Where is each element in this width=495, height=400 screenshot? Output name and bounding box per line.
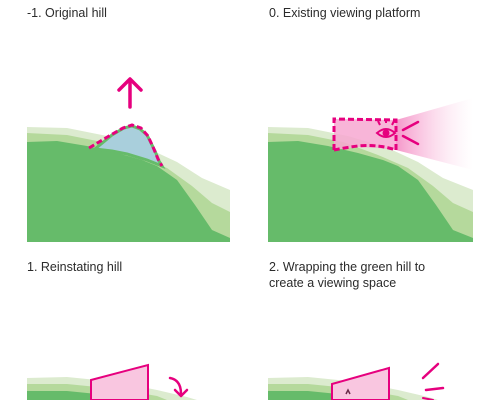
diagram-original-hill <box>27 77 230 242</box>
step-caption-existing-platform: 0. Existing viewing platform <box>269 6 421 20</box>
viewing-platform-volume <box>334 119 396 150</box>
step-caption-original-hill: -1. Original hill <box>27 6 107 20</box>
step-caption-wrapping-hill: 2. Wrapping the green hill to create a v… <box>269 259 425 291</box>
viewing-platform-outline <box>332 117 398 153</box>
step-caption-wrapping-hill-line1: 2. Wrapping the green hill to <box>269 260 426 274</box>
viewing-space-volume <box>331 366 390 400</box>
sightline-icon <box>421 362 445 392</box>
new-hill-volume <box>90 363 149 400</box>
diagram-existing-platform <box>268 98 473 242</box>
eye-icon <box>375 119 397 138</box>
curved-arrow-head <box>173 388 189 398</box>
curved-arrow-icon <box>168 376 183 396</box>
hill-main <box>268 141 473 242</box>
up-arrow-icon <box>117 77 143 109</box>
original-hill-outline <box>88 123 164 167</box>
viewing-beam <box>396 98 473 170</box>
diagram-reinstating-hill <box>27 363 197 400</box>
diagram-wrapping-hill <box>268 362 445 400</box>
step-caption-wrapping-hill-line2: create a viewing space <box>269 276 397 290</box>
step-caption-reinstating-hill: 1. Reinstating hill <box>27 260 123 274</box>
eye-icon <box>345 388 351 395</box>
sightline-icon <box>401 120 420 146</box>
hill-main <box>27 141 230 242</box>
